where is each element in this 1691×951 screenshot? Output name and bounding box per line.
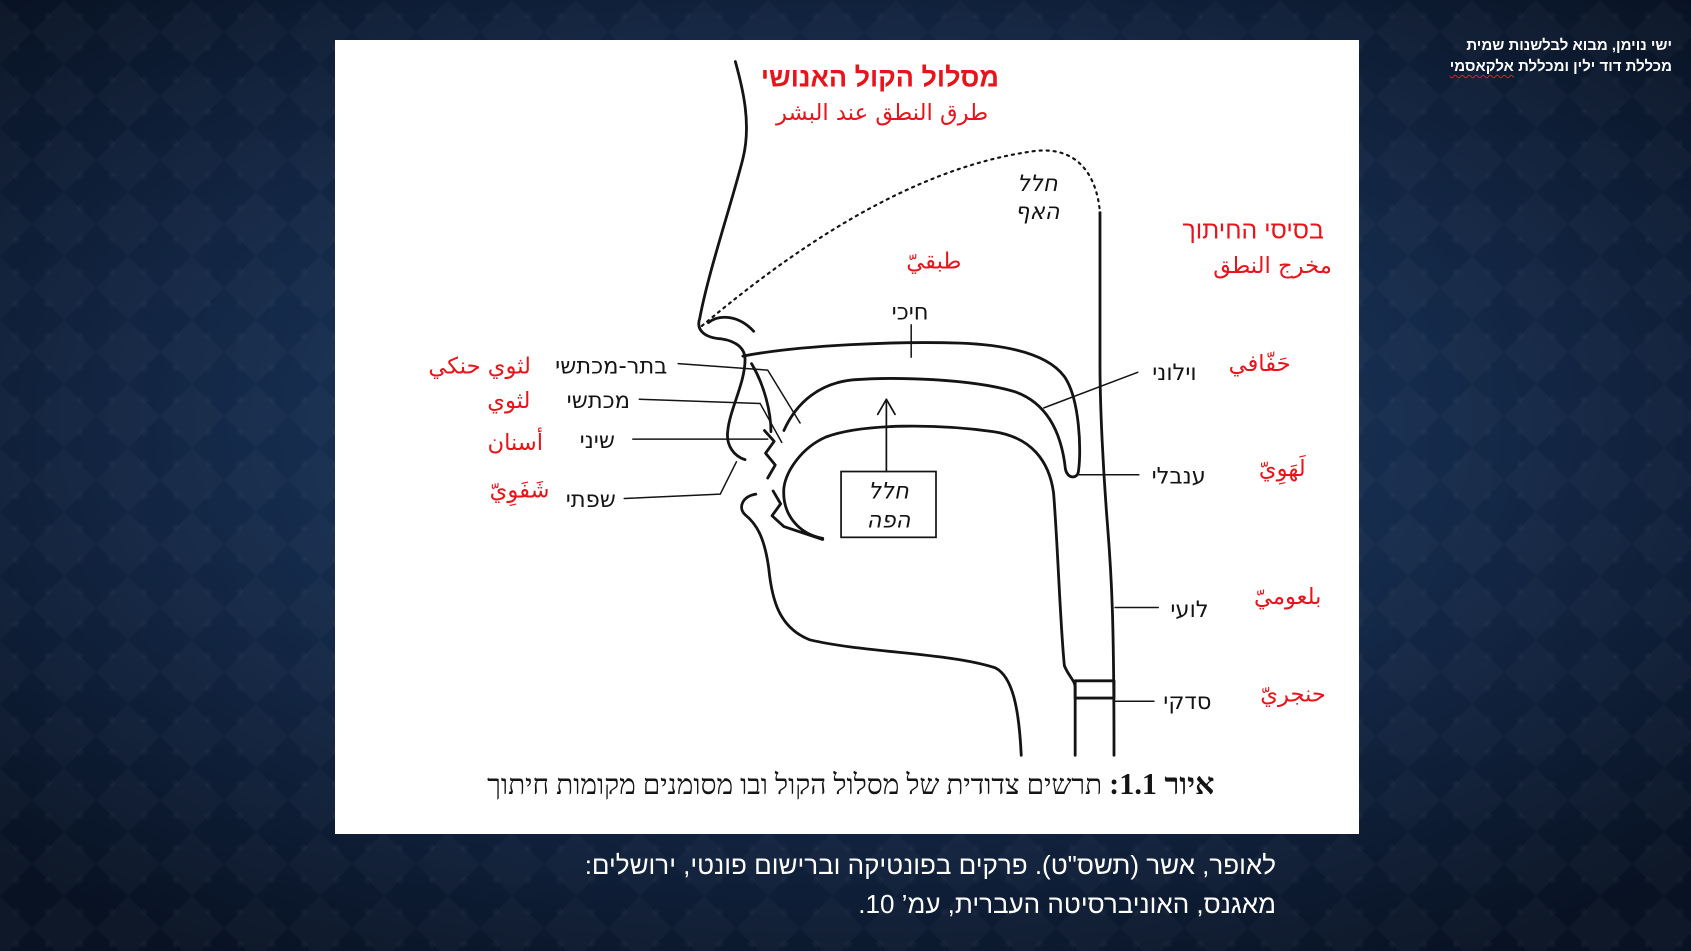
nasal-cavity-label-line-1: חלל (1017, 171, 1058, 197)
face-profile-line (697, 60, 748, 462)
arabic-label-velar-side: حَفّافي (1229, 351, 1291, 377)
figure-caption: איור 1.1: תרשים צדודית של מסלול הקול ובו… (487, 767, 1214, 801)
pharynx-back-wall-line (1098, 211, 1116, 757)
alveolar-ridge-line (750, 362, 773, 434)
arabic-label-pharyngeal: بلعوميّ (1254, 584, 1321, 610)
figure-title-arabic: طرق النطق عند البشر (775, 100, 988, 126)
attribution-line-2-text: מכללת דוד ילין ומכללת (1518, 58, 1672, 75)
citation-line-2: מאגנס, האוניברסיטה העברית, עמ’ 10. (858, 889, 1276, 919)
label-labial: שפתי (566, 487, 616, 513)
author-attribution: ישי נוימן, מבוא לבלשנות שמית מכללת דוד י… (1450, 35, 1672, 77)
citation-line-1: לאופר, אשר (תשס"ט). פרקים בפונטיקה ובריש… (584, 850, 1276, 880)
nasal-cavity-dotted-line (700, 149, 1102, 327)
oral-cavity-label-line-2: הפה (867, 508, 911, 534)
label-uvular: ענבלי (1152, 463, 1206, 489)
pointer-velar (1043, 371, 1139, 409)
arabic-label-uvular: لَهَوِيّ (1259, 454, 1306, 486)
spellcheck-flagged-word: אלקאסמי (1449, 58, 1514, 75)
upper-teeth (763, 429, 777, 480)
vocal-tract-diagram: חלל האף חלל הפה חיכי בתר-מכתשי מכתשי שינ… (428, 60, 1332, 801)
figure-caption-label: איור 1.1: (1109, 767, 1214, 801)
source-citation: לאופר, אשר (תשס"ט). פרקים בפונטיקה ובריש… (585, 846, 1276, 924)
nostril-line (706, 315, 756, 333)
arrowhead-icon (876, 398, 896, 416)
label-glottal: סדקי (1163, 689, 1211, 715)
arabic-label-alveolar: لثوي (487, 388, 530, 414)
label-alveolar: מכתשי (567, 388, 630, 414)
pointer-labial (623, 461, 738, 500)
attribution-line-1: ישי נוימן, מבוא לבלשנות שמית (1466, 37, 1672, 54)
oral-cavity-label-line-1: חלל (868, 478, 909, 504)
label-dental: שיני (580, 428, 615, 454)
label-pharyngeal: לועי (1170, 597, 1208, 623)
arabic-label-postalveolar: لثوي حنكي (428, 353, 531, 379)
pointer-postalveolar (677, 362, 801, 424)
tongue-line (782, 424, 1077, 757)
places-heading-arabic: مخرج النطق (1213, 253, 1332, 279)
label-velar: וילוני (1152, 360, 1196, 386)
vocal-tract-outline (697, 60, 1116, 757)
arabic-label-labial: شَفَوِيّ (490, 477, 550, 507)
nasal-cavity-label-line-2: האף (1015, 199, 1060, 225)
hebrew-labels: חלל האף חלל הפה חיכי בתר-מכתשי מכתשי שינ… (555, 171, 1211, 715)
figure-panel: חלל האף חלל הפה חיכי בתר-מכתשי מכתשי שינ… (335, 40, 1359, 834)
lower-teeth (770, 489, 825, 541)
pointer-alveolar (638, 398, 783, 444)
arabic-label-glottal: حنجريّ (1260, 681, 1326, 707)
figure-caption-text: תרשים צדודית של מסלול הקול ובו מסומנים מ… (487, 770, 1102, 801)
places-heading-hebrew: בסיסי החיתוך (1182, 217, 1323, 244)
attribution-line-2: מכללת דוד ילין ומכללת אלקאסמי (1450, 56, 1672, 77)
palate-and-velum-outline (741, 341, 1082, 479)
label-pointers (623, 324, 1159, 703)
oral-cavity-box (840, 398, 937, 539)
lower-lip-and-jaw-line (740, 492, 1023, 757)
vocal-folds (1073, 679, 1116, 700)
label-postalveolar: בתר-מכתשי (555, 353, 667, 379)
red-annotations: מסלול הקול האנושי طرق النطق عند البشر בס… (428, 62, 1331, 707)
oral-cavity-frame (840, 470, 937, 539)
arabic-label-dental: أسنان (487, 427, 543, 456)
label-palatal: חיכי (892, 299, 929, 325)
figure-title-hebrew: מסלול הקול האנושי (761, 62, 999, 92)
arabic-label-velar-top: طبقيّ (906, 249, 961, 275)
